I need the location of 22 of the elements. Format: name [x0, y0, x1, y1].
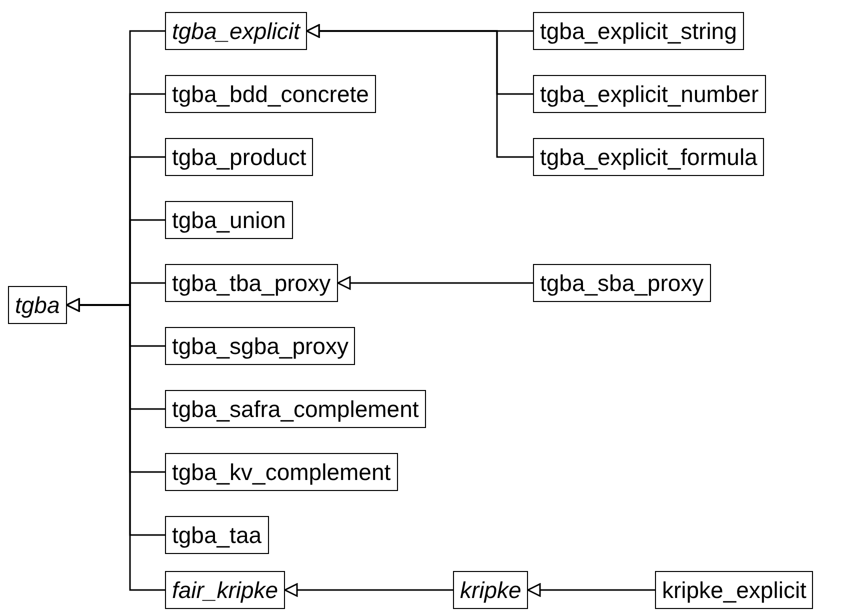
class-box: tgba_union — [165, 201, 293, 239]
class-box: tgba_tba_proxy — [165, 264, 338, 302]
class-box: tgba_kv_complement — [165, 453, 398, 491]
class-box: tgba_explicit_number — [533, 75, 766, 113]
class-box: tgba_safra_complement — [165, 390, 426, 428]
class-box: tgba_bdd_concrete — [165, 75, 376, 113]
inheritance-arrow — [306, 24, 533, 158]
class-box: tgba_explicit_string — [533, 12, 744, 50]
class-box: tgba_explicit — [165, 12, 307, 50]
inheritance-arrow — [66, 298, 165, 591]
inheritance-arrow — [337, 276, 533, 290]
class-box: tgba_taa — [165, 516, 269, 554]
class-box: tgba_product — [165, 138, 314, 176]
inheritance-arrow — [527, 583, 655, 597]
class-box: kripke — [453, 571, 528, 609]
inheritance-arrow — [284, 583, 453, 597]
class-box: tgba — [8, 286, 67, 324]
class-box: tgba_sgba_proxy — [165, 327, 356, 365]
class-box: kripke_explicit — [655, 571, 814, 609]
class-box: fair_kripke — [165, 571, 286, 609]
class-box: tgba_sba_proxy — [533, 264, 711, 302]
class-box: tgba_explicit_formula — [533, 138, 764, 176]
